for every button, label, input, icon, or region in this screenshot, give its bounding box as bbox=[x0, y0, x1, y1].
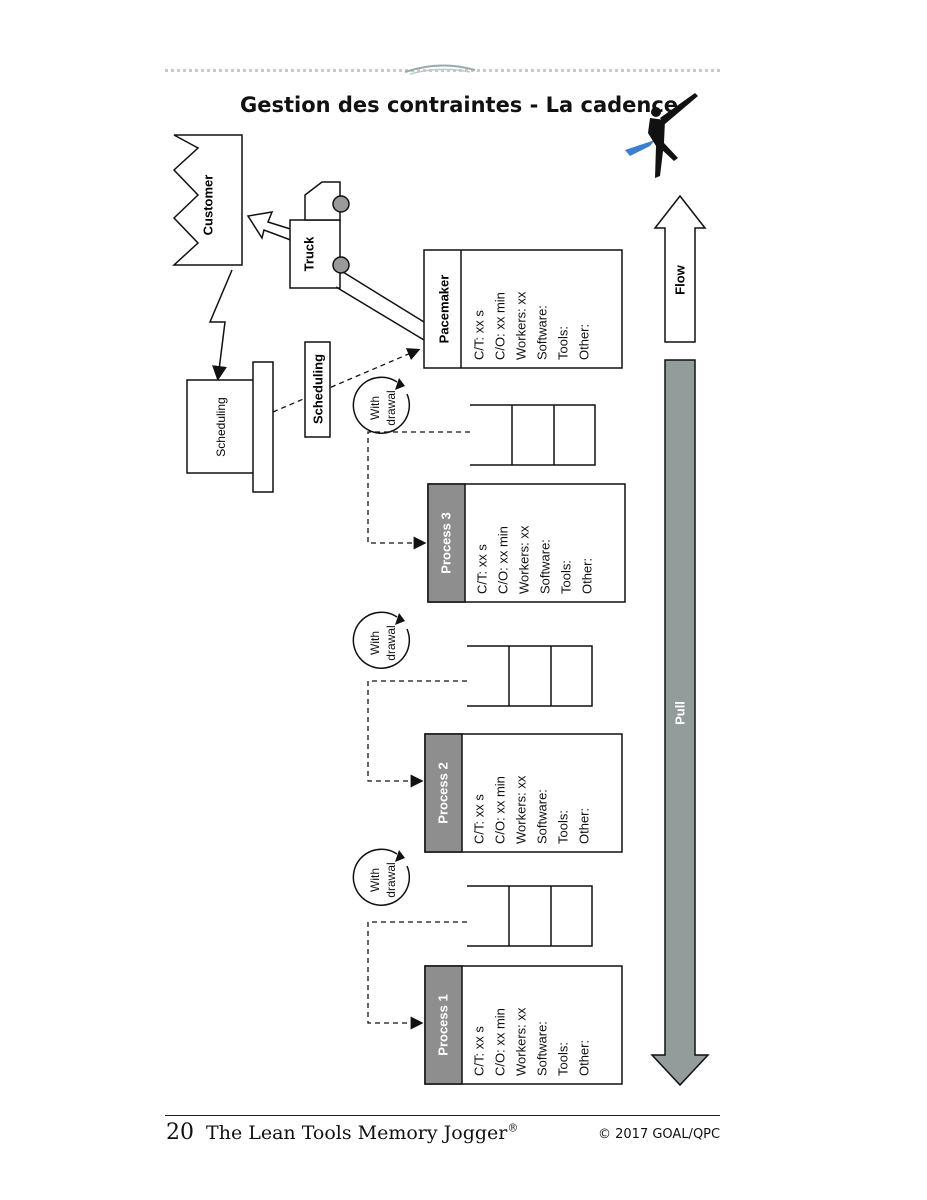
process-line: C/O: xx min bbox=[493, 776, 508, 844]
process-line: Workers: xx bbox=[514, 1007, 529, 1076]
scheduling-box-label: Scheduling bbox=[214, 397, 228, 456]
process-line: C/T: xx s bbox=[472, 1026, 487, 1076]
withdrawal-label: With bbox=[368, 396, 382, 420]
scheduling-tag: Scheduling bbox=[304, 341, 331, 438]
pacemaker-to-truck-band bbox=[335, 271, 425, 341]
withdrawal-label: drawal bbox=[384, 862, 398, 897]
footer-rule bbox=[165, 1115, 720, 1116]
supermarket-icon bbox=[470, 404, 596, 466]
process-line: Other: bbox=[577, 1040, 592, 1076]
process-line: C/T: xx s bbox=[472, 794, 487, 844]
pacemaker-line: Tools: bbox=[556, 326, 571, 360]
footer-book-line: 20 The Lean Tools Memory Jogger® bbox=[166, 1120, 518, 1145]
pacemaker-title: Pacemaker bbox=[437, 275, 452, 344]
process-line: Tools: bbox=[559, 560, 574, 594]
customer-label: Customer bbox=[201, 175, 216, 236]
process-line: C/O: xx min bbox=[496, 526, 511, 594]
page-number: 20 bbox=[166, 1120, 194, 1145]
process-line: Workers: xx bbox=[517, 525, 532, 594]
page-title: Gestion des contraintes - La cadence bbox=[240, 93, 679, 117]
withdrawal-label: drawal bbox=[384, 625, 398, 660]
scheduling-tag-label: Scheduling bbox=[311, 354, 326, 424]
pacemaker-line: Other: bbox=[577, 324, 592, 360]
truck-icon: Truck bbox=[289, 181, 350, 289]
process-box: Process 2 C/T: xx s C/O: xx min Workers: xx… bbox=[424, 733, 623, 853]
pacemaker-line: C/O: xx min bbox=[493, 292, 508, 360]
flow-label: Flow bbox=[673, 264, 688, 294]
book-title: The Lean Tools Memory Jogger bbox=[206, 1122, 508, 1144]
supermarket-icon bbox=[467, 885, 593, 947]
header-swoosh-ornament bbox=[404, 64, 476, 75]
process-title: Process 3 bbox=[439, 512, 454, 573]
customer-factory-icon: Customer bbox=[172, 134, 243, 266]
pacemaker-line: Workers: xx bbox=[514, 291, 529, 360]
process-line: Software: bbox=[538, 539, 553, 594]
process-line: Tools: bbox=[556, 810, 571, 844]
process-line: Workers: xx bbox=[514, 775, 529, 844]
pull-label: Pull bbox=[673, 701, 688, 725]
process-line: Other: bbox=[577, 808, 592, 844]
process-line: C/O: xx min bbox=[493, 1008, 508, 1076]
process-line: C/T: xx s bbox=[475, 544, 490, 594]
pull-arrow: Pull bbox=[650, 359, 710, 1087]
scheduling-station: Scheduling bbox=[186, 361, 274, 493]
withdrawal-dashed-arrow bbox=[367, 431, 470, 550]
pacemaker-line: C/T: xx s bbox=[472, 310, 487, 360]
process-title: Process 2 bbox=[436, 762, 451, 823]
process-line: Software: bbox=[535, 1021, 550, 1076]
process-line: Other: bbox=[580, 558, 595, 594]
truck-label: Truck bbox=[302, 236, 317, 271]
supermarket-icon bbox=[467, 645, 593, 707]
process-title: Process 1 bbox=[436, 994, 451, 1055]
process-line: Software: bbox=[535, 789, 550, 844]
copyright: © 2017 GOAL/QPC bbox=[598, 1127, 721, 1142]
flow-arrow: Flow bbox=[653, 194, 707, 343]
withdrawal-dashed-arrow bbox=[367, 680, 467, 788]
pacemaker-line: Software: bbox=[535, 305, 550, 360]
electronic-signal-arrow bbox=[208, 269, 233, 381]
registered-mark: ® bbox=[507, 1121, 519, 1135]
process-box: Process 1 C/T: xx s C/O: xx min Workers: xx… bbox=[424, 965, 623, 1085]
withdrawal-dashed-arrow bbox=[367, 921, 467, 1030]
header-dotted-rule bbox=[165, 69, 720, 72]
withdrawal-label: With bbox=[368, 631, 382, 655]
process-box: Process 3 C/T: xx s C/O: xx min Workers: xx… bbox=[427, 483, 626, 603]
runner-logo-icon bbox=[625, 93, 698, 178]
pacemaker-box: Pacemaker C/T: xx s C/O: xx min Workers: x… bbox=[423, 249, 623, 369]
withdrawal-label: With bbox=[368, 868, 382, 892]
withdrawal-label: drawal bbox=[384, 390, 398, 425]
process-line: Tools: bbox=[556, 1042, 571, 1076]
